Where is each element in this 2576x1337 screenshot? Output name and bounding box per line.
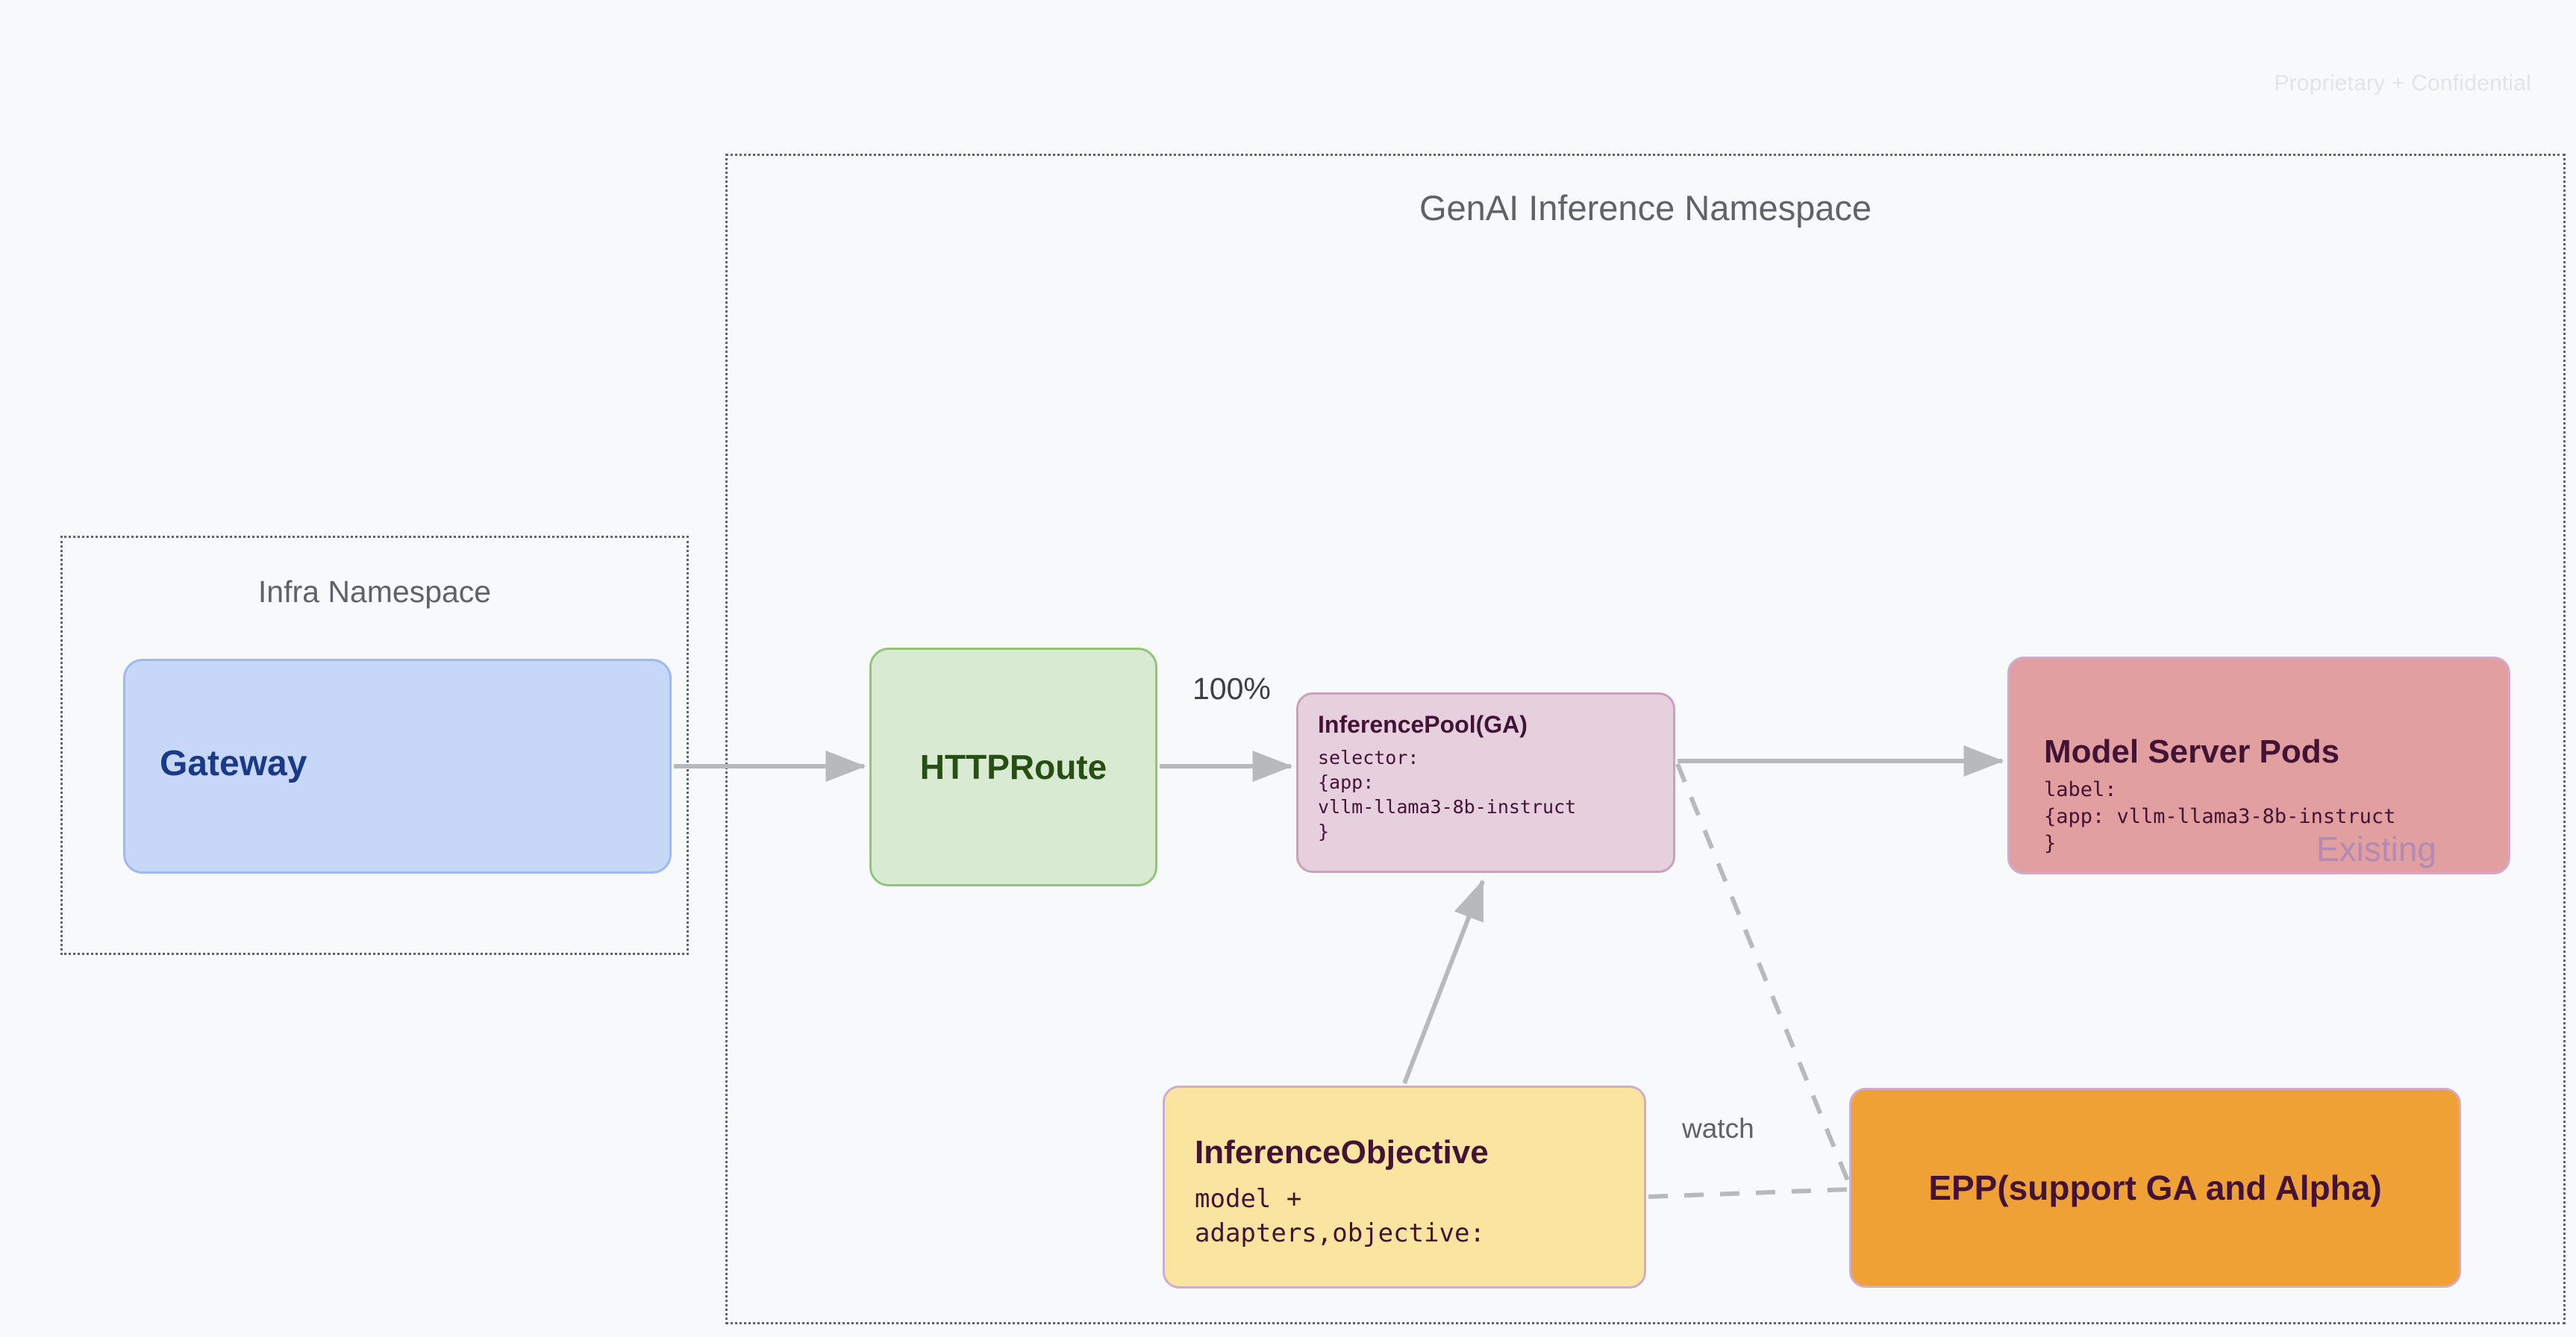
node-inferencepool-title: InferencePool(GA)	[1318, 711, 1528, 738]
node-gateway[interactable]: Gateway	[123, 659, 672, 874]
node-inference-objective[interactable]: InferenceObjective model + adapters,obje…	[1163, 1086, 1646, 1289]
node-gateway-title: Gateway	[160, 744, 307, 783]
node-model-server-pods-existing-tag: Existing	[2316, 830, 2436, 868]
node-inferencepool-selector: selector: {app: vllm-llama3-8b-instruct …	[1318, 747, 1577, 842]
node-inferencepool[interactable]: InferencePool(GA) selector: {app: vllm-l…	[1296, 692, 1675, 873]
node-model-server-pods[interactable]: Model Server Pods label: {app: vllm-llam…	[2007, 657, 2510, 874]
node-model-server-pods-label: label: {app: vllm-llama3-8b-instruct }	[2044, 778, 2396, 855]
edge-label-watch: watch	[1682, 1113, 1754, 1144]
node-model-server-pods-title: Model Server Pods	[2044, 733, 2340, 770]
namespace-genai-inference: GenAI Inference Namespace	[725, 154, 2566, 1324]
node-epp-title: EPP(support GA and Alpha)	[1928, 1168, 2382, 1207]
node-inference-objective-body: model + adapters,objective:	[1195, 1184, 1485, 1248]
node-httproute[interactable]: HTTPRoute	[869, 648, 1157, 886]
namespace-infra: Infra Namespace	[60, 536, 689, 955]
namespace-genai-inference-title: GenAI Inference Namespace	[1419, 188, 1872, 228]
namespace-infra-title: Infra Namespace	[257, 574, 492, 609]
node-inference-objective-title: InferenceObjective	[1195, 1134, 1489, 1171]
node-httproute-title: HTTPRoute	[919, 748, 1107, 786]
edge-label-traffic-weight: 100%	[1192, 671, 1271, 706]
confidentiality-watermark: Proprietary + Confidential	[2274, 71, 2531, 96]
node-epp[interactable]: EPP(support GA and Alpha)	[1849, 1088, 2461, 1288]
